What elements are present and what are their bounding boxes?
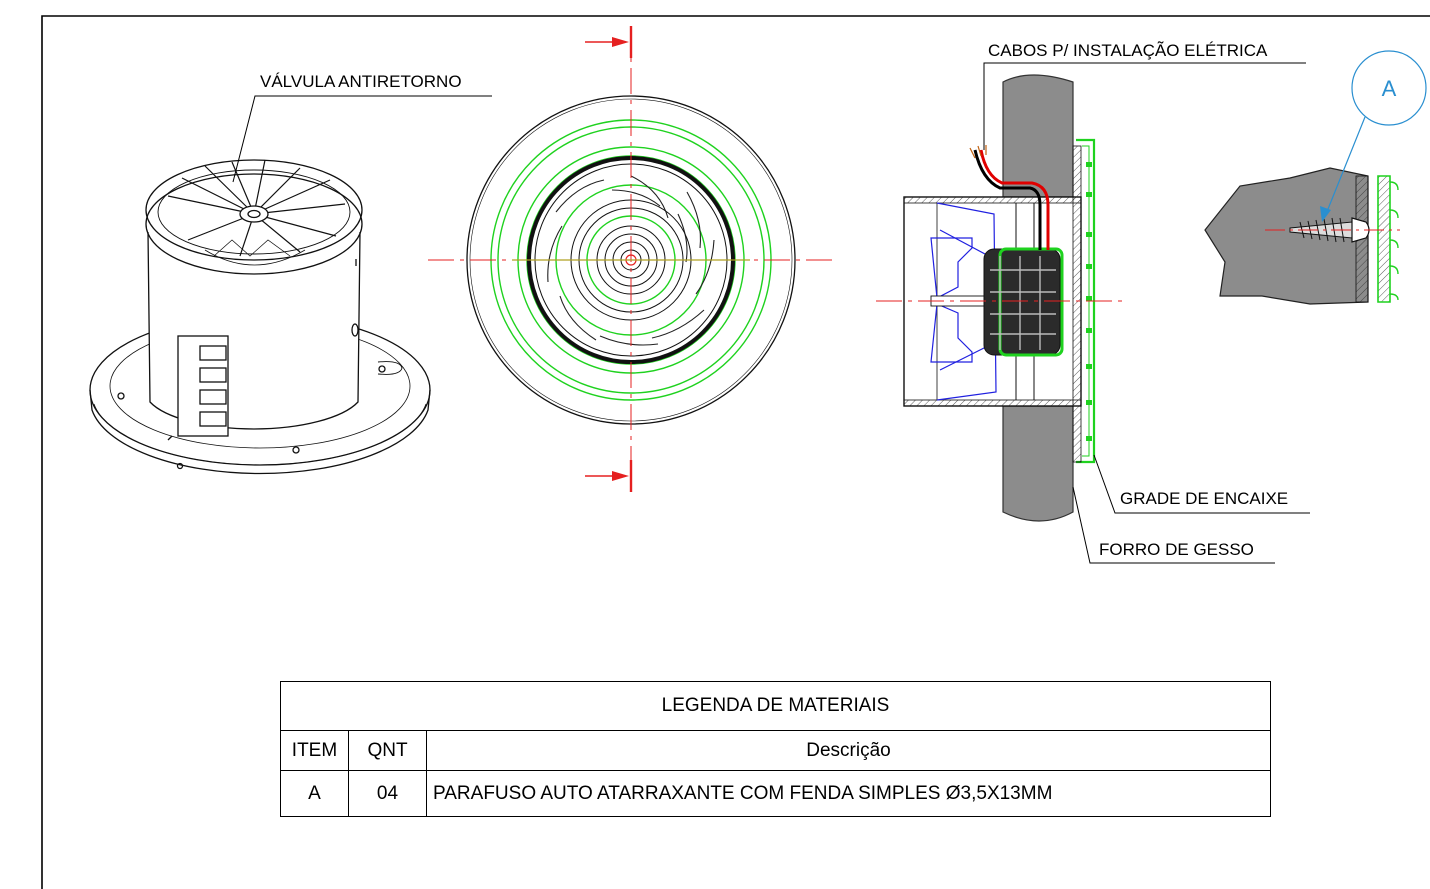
- front-view: [428, 26, 836, 492]
- detail-a-view: [1204, 50, 1427, 305]
- cables-label: CABOS P/ INSTALAÇÃO ELÉTRICA: [988, 41, 1268, 60]
- header-item: ITEM: [280, 730, 349, 771]
- ceiling-leader-line: [1072, 486, 1275, 564]
- row-description: PARAFUSO AUTO ATARRAXANTE COM FENDA SIMP…: [426, 770, 1271, 817]
- ceiling-slab: [1002, 74, 1074, 198]
- legend-title-row: LEGENDA DE MATERIAIS: [280, 681, 1271, 731]
- legend-title: LEGENDA DE MATERIAIS: [280, 681, 1271, 731]
- table-row: A 04 PARAFUSO AUTO ATARRAXANTE COM FENDA…: [280, 770, 1271, 817]
- section-view: [876, 74, 1124, 522]
- grille-leader-line: [1093, 454, 1310, 514]
- drawing-frame: [41, 15, 1430, 889]
- cables-leader-line: [983, 62, 1306, 150]
- header-description: Descrição: [426, 730, 1271, 771]
- legend-header-row: ITEM QNT Descrição: [280, 730, 1271, 771]
- ceiling-label: FORRO DE GESSO: [1099, 540, 1254, 559]
- grille-label: GRADE DE ENCAIXE: [1120, 489, 1288, 508]
- header-qty: QNT: [348, 730, 427, 771]
- isometric-view: [89, 159, 431, 475]
- detail-a-marker: A: [1382, 76, 1397, 101]
- valve-label: VÁLVULA ANTIRETORNO: [260, 72, 462, 91]
- row-item: A: [280, 770, 349, 817]
- row-qty: 04: [348, 770, 427, 817]
- valve-leader-line: [232, 95, 492, 183]
- materials-legend-table: LEGENDA DE MATERIAIS ITEM QNT Descrição …: [280, 681, 1271, 817]
